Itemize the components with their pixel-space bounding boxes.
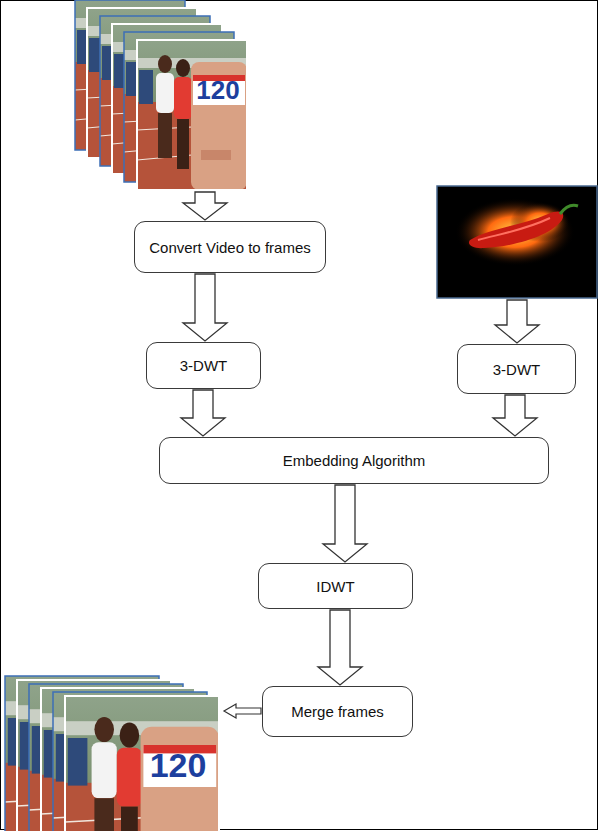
block-arrow [224, 704, 261, 718]
watermark-image [437, 186, 597, 298]
bib-number: 120 [150, 748, 207, 782]
block-arrow [323, 485, 367, 562]
block-arrow [181, 390, 225, 436]
process-box: Merge frames [262, 686, 413, 737]
watermarked-frames [5, 676, 219, 831]
process-box: 3-DWT [146, 342, 261, 389]
block-arrow [318, 610, 362, 685]
video-frames [75, 0, 247, 190]
block-arrow [183, 274, 227, 341]
block-arrow [183, 192, 227, 220]
process-box: IDWT [258, 563, 413, 609]
box-text: Embedding Algorithm [283, 452, 426, 469]
box-text: 3-DWT [493, 361, 541, 378]
box-text: 3-DWT [180, 357, 228, 374]
box-text: Merge frames [291, 703, 384, 720]
process-box: 3-DWT [457, 344, 576, 394]
box-text: IDWT [316, 578, 354, 595]
process-box: Embedding Algorithm [159, 437, 549, 484]
block-arrow [493, 395, 537, 436]
block-arrow [495, 300, 539, 343]
process-box: Convert Video to frames [134, 221, 326, 273]
box-text: Convert Video to frames [149, 239, 310, 256]
bib-number: 120 [196, 77, 239, 103]
